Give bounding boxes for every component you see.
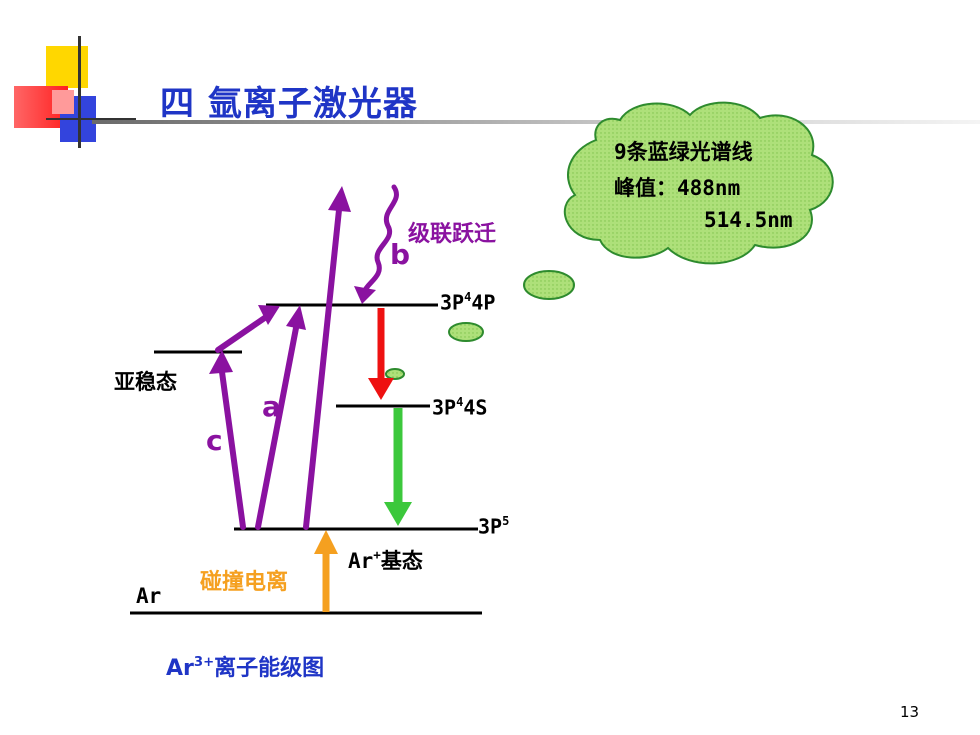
arrow-c-head (209, 350, 233, 374)
cloud-bubble-small (385, 368, 405, 380)
cloud-line-2: 峰值：488nm (614, 176, 741, 200)
logo-yellow-square (46, 46, 88, 88)
label-3p5-base: 3P (478, 514, 503, 539)
title-underline (92, 120, 980, 124)
label-3p44p: 3P44P (440, 290, 495, 314)
cloud-bubble-medium (448, 322, 484, 342)
arrow-red-head (368, 378, 394, 400)
logo-horizontal-line (46, 118, 136, 120)
arrow-b-wave (361, 184, 399, 295)
label-cascade: 级联跃迁 (408, 222, 497, 247)
caption-tail: 离子能级图 (214, 656, 325, 681)
label-3p44s-tail: 4S (463, 395, 488, 420)
label-3p5-sup: 5 (502, 514, 510, 528)
cloud-line-1: 9条蓝绿光谱线 (614, 140, 753, 164)
label-c: c (206, 424, 223, 457)
label-3p5: 3P5 (478, 514, 509, 538)
arrow-a-line (255, 325, 299, 530)
label-ar-ground-sup: + (373, 547, 381, 563)
caption-base: Ar (166, 656, 194, 681)
label-3p44p-base: 3P (440, 290, 465, 315)
diagram-caption: Ar3+离子能级图 (166, 650, 324, 682)
label-3p44p-tail: 4P (471, 290, 496, 315)
label-3p44s-base: 3P (432, 395, 457, 420)
page-number: 13 (900, 703, 920, 721)
thought-cloud (385, 101, 834, 380)
label-b: b (390, 238, 411, 271)
arrow-long-line (303, 207, 342, 530)
arrow-orange-head (314, 530, 338, 554)
label-ar-ground-base: Ar (348, 549, 374, 573)
label-3p44s-sup: 4 (456, 395, 464, 409)
label-metastable: 亚稳态 (114, 370, 177, 394)
page-title: 四 氩离子激光器 (160, 84, 418, 124)
label-3p44s: 3P44S (432, 395, 487, 419)
arrow-long-head (328, 186, 351, 212)
corner-logo (0, 0, 160, 160)
logo-pink-square (52, 90, 74, 114)
caption-sup: 3+ (193, 654, 215, 670)
cloud-line-3: 514.5nm (704, 208, 793, 232)
label-ar-ground-tail: 基态 (380, 549, 423, 573)
arrow-meta-head (258, 305, 280, 325)
arrow-green-head (384, 502, 412, 526)
arrow-c-line (219, 369, 246, 530)
cloud-bubble-large (523, 270, 575, 300)
logo-vertical-line (78, 36, 81, 148)
arrow-a-head (286, 305, 306, 330)
label-3p44p-sup: 4 (464, 290, 472, 304)
label-collision: 碰撞电离 (200, 570, 289, 595)
label-ar: Ar (136, 584, 162, 608)
label-ar-ground: Ar+基态 (348, 545, 423, 575)
label-a: a (262, 390, 281, 423)
arrow-b-head (354, 286, 376, 304)
arrow-meta-line (215, 314, 269, 353)
